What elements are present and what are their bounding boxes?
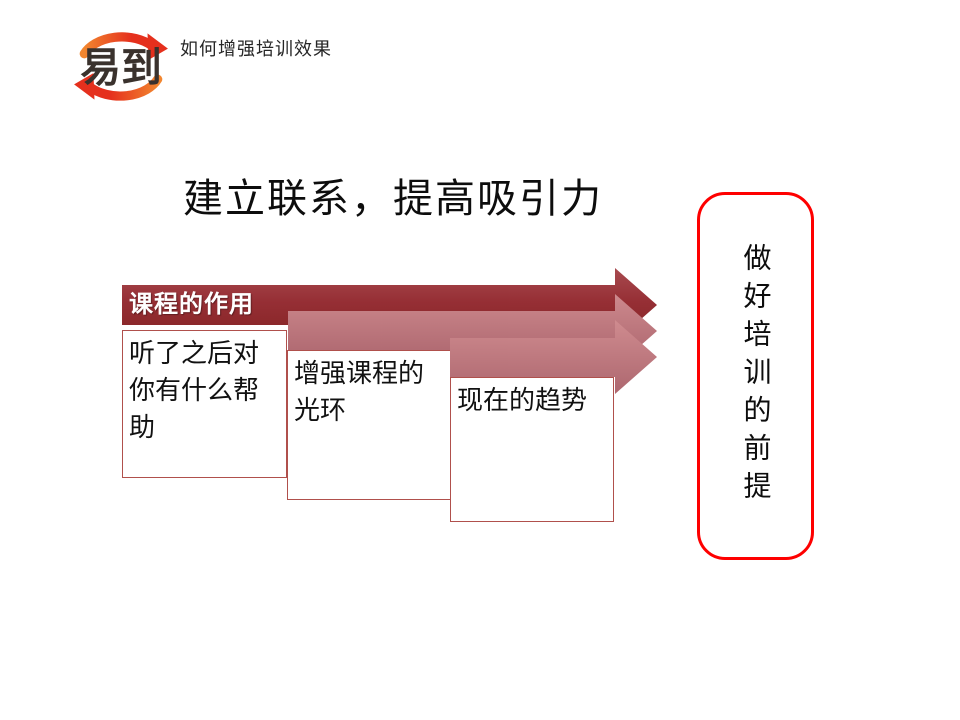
side-note: 做好培训的前提 [697, 192, 814, 560]
slide-title: 建立联系，提高吸引力 [183, 176, 603, 221]
info-box-1: 听了之后对你有什么帮助 [122, 330, 287, 478]
info-box-2-text: 增强课程的光环 [294, 358, 425, 425]
info-box-3-text: 现在的趋势 [457, 385, 588, 415]
info-box-3: 现在的趋势 [450, 377, 614, 522]
circular-arrows-icon: 易到 [74, 32, 168, 101]
side-note-text: 做好培训的前提 [740, 243, 772, 509]
yidao-logo: 易到 [70, 20, 172, 114]
logo-text: 易到 [80, 44, 162, 90]
arrow-banner-label: 课程的作用 [129, 291, 254, 318]
info-box-1-text: 听了之后对你有什么帮助 [129, 338, 260, 442]
info-box-2: 增强课程的光环 [287, 350, 451, 500]
header-title: 如何增强培训效果 [180, 39, 332, 59]
